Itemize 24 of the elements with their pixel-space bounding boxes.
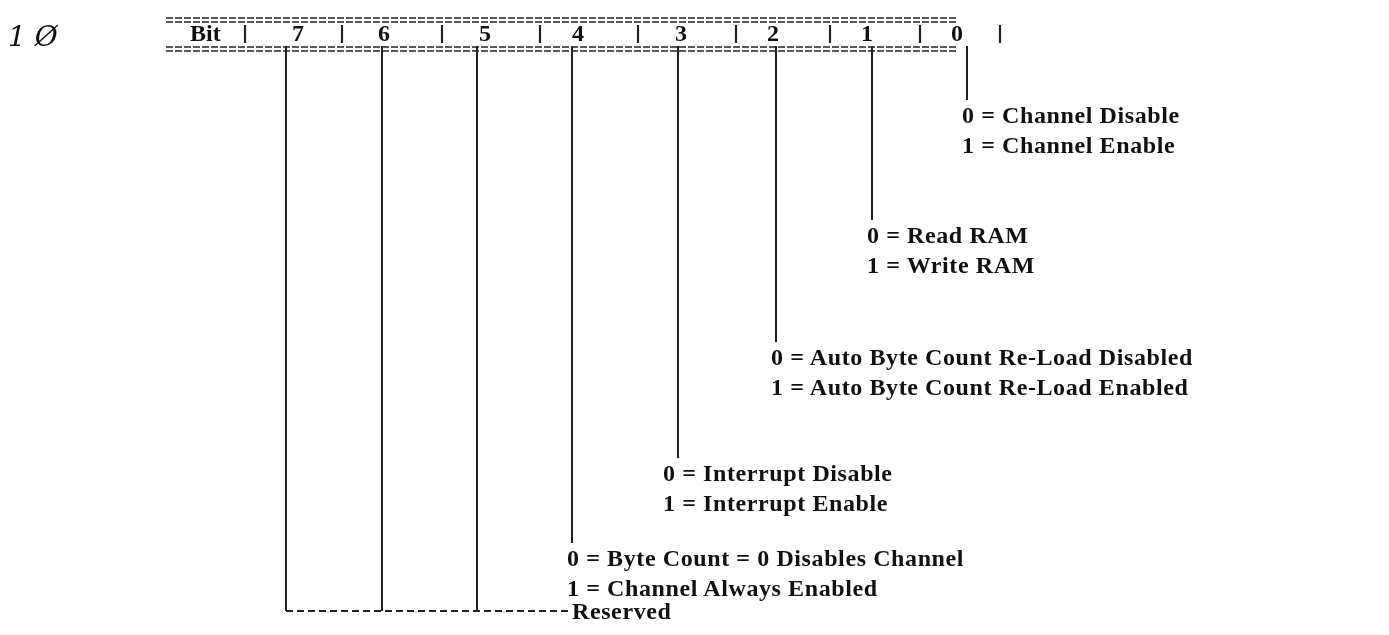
bit-number: 2	[756, 20, 790, 46]
value-description: 1 = Interrupt Enable	[663, 489, 890, 518]
value-description: 0 = Interrupt Disable	[663, 459, 893, 488]
handwritten-note: 1 Ø	[8, 20, 58, 53]
value-description: 1 = Auto Byte Count Re-Load Enabled	[771, 373, 1190, 402]
bit-number: 4	[561, 20, 595, 46]
value-description: 1 = Channel Enable	[962, 131, 1177, 160]
bit-number: 7	[281, 20, 315, 46]
column-header: Bit	[190, 20, 221, 46]
bit-number: 3	[664, 20, 698, 46]
value-description: 0 = Byte Count = 0 Disables Channel	[567, 544, 965, 573]
leader-line	[571, 45, 573, 544]
leader-line	[966, 45, 968, 101]
bit-number: 0	[940, 20, 974, 46]
leader-line	[871, 45, 873, 221]
value-description: 0 = Read RAM	[867, 221, 1030, 250]
value-description: 0 = Channel Disable	[962, 101, 1180, 130]
value-description: 1 = Write RAM	[867, 251, 1035, 280]
bit-number: 5	[468, 20, 502, 46]
leader-line	[677, 45, 679, 459]
bit-number: 1	[850, 20, 884, 46]
bit-number: 6	[367, 20, 401, 46]
value-description: 0 = Auto Byte Count Re-Load Disabled	[771, 343, 1193, 372]
leader-line	[775, 45, 777, 343]
